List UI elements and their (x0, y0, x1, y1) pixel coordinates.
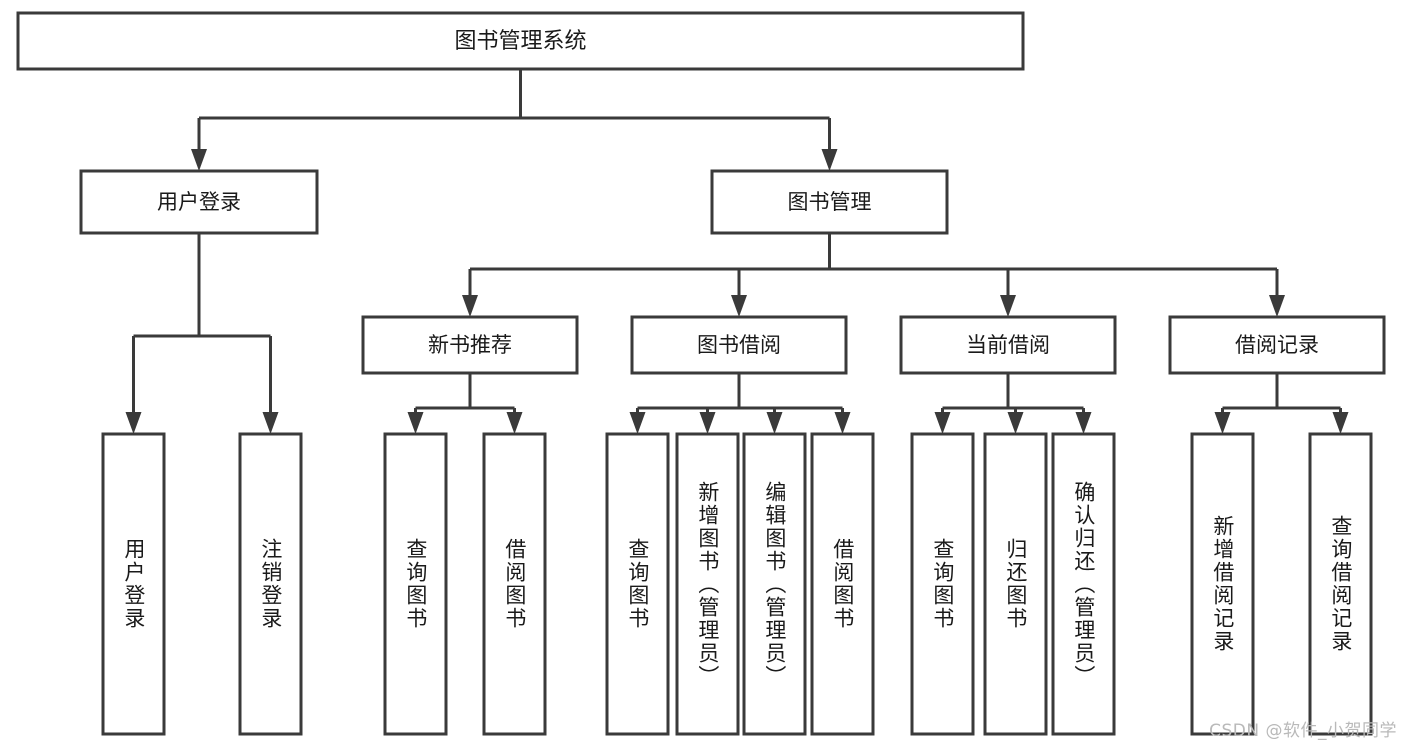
node-label-borrow-record: 借阅记录 (1235, 333, 1319, 357)
node-box-book-manage[interactable] (710, 169, 949, 235)
arrow-head-icon (1000, 295, 1016, 317)
arrow-head-icon (262, 412, 279, 434)
arrow-head-icon (766, 412, 783, 434)
node-box-user-login[interactable] (79, 169, 319, 235)
node-box-leaf-query-book-2[interactable] (605, 432, 670, 736)
arrow-head-icon (462, 295, 478, 317)
node-box-leaf-add-book[interactable] (675, 432, 740, 736)
arrow-head-icon (934, 412, 951, 434)
node-label-user-login: 用户登录 (157, 190, 241, 214)
arrow-head-icon (407, 412, 424, 434)
arrow-head-icon (629, 412, 646, 434)
node-label-root: 图书管理系统 (454, 29, 586, 54)
node-box-leaf-query-record[interactable] (1308, 432, 1373, 736)
watermark-text: CSDN @软件_小贺同学 (1209, 721, 1397, 741)
node-label-new-book-recommend: 新书推荐 (428, 333, 512, 357)
node-box-leaf-confirm-return[interactable] (1051, 432, 1116, 736)
node-box-current-borrow[interactable] (899, 315, 1117, 375)
node-box-leaf-add-record[interactable] (1190, 432, 1255, 736)
node-box-leaf-query-book-3[interactable] (910, 432, 975, 736)
node-box-leaf-borrow-book-2[interactable] (810, 432, 875, 736)
arrow-head-icon (731, 295, 747, 317)
node-box-leaf-return-book[interactable] (983, 432, 1048, 736)
arrow-head-icon (821, 149, 838, 171)
arrow-head-icon (1007, 412, 1024, 434)
arrow-head-icon (834, 412, 851, 434)
arrow-head-icon (1214, 412, 1231, 434)
node-box-layer (16, 11, 1386, 736)
arrow-head-icon (1075, 412, 1092, 434)
node-label-book-manage: 图书管理 (788, 190, 872, 214)
arrow-head-icon (125, 412, 142, 434)
node-box-borrow-record[interactable] (1168, 315, 1386, 375)
arrow-head-icon (1269, 295, 1285, 317)
node-box-leaf-borrow-book-1[interactable] (482, 432, 547, 736)
connector-layer (125, 69, 1349, 434)
node-label-current-borrow: 当前借阅 (966, 333, 1050, 357)
node-label-book-borrow: 图书借阅 (697, 333, 781, 357)
arrow-head-icon (191, 149, 207, 171)
arrow-head-icon (699, 412, 716, 434)
node-box-leaf-query-book-1[interactable] (383, 432, 448, 736)
node-box-leaf-edit-book[interactable] (742, 432, 807, 736)
arrow-head-icon (1332, 412, 1349, 434)
node-box-leaf-logout[interactable] (238, 432, 303, 736)
node-box-new-book-recommend[interactable] (361, 315, 579, 375)
arrow-head-icon (506, 412, 523, 434)
node-box-leaf-user-login[interactable] (101, 432, 166, 736)
node-box-book-borrow[interactable] (630, 315, 848, 375)
node-box-root[interactable] (16, 11, 1025, 71)
